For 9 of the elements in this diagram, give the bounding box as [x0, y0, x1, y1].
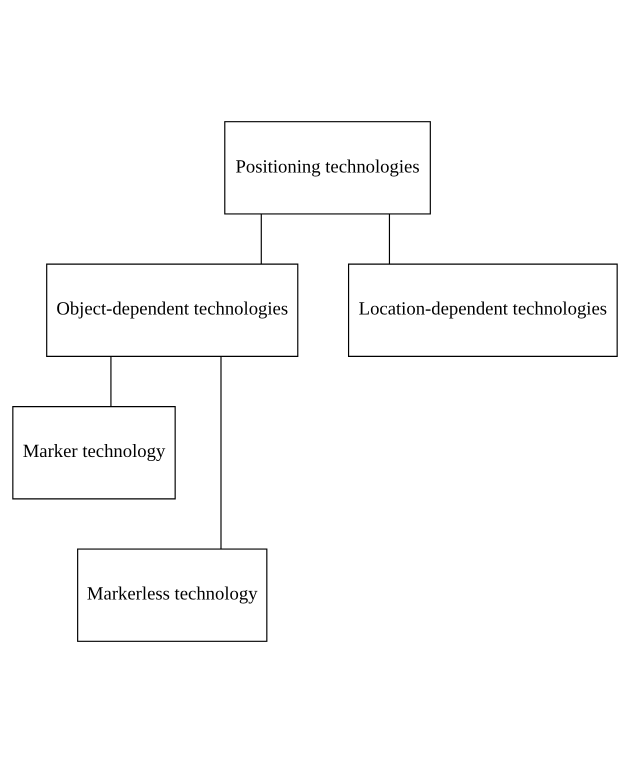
node-box: Markerless technology: [77, 548, 268, 642]
node-box: Positioning technologies: [224, 120, 431, 214]
node-box: Marker technology: [12, 406, 176, 499]
connector: [220, 356, 222, 548]
connector: [388, 214, 390, 264]
node-box: Object-dependent technologies: [46, 263, 298, 356]
node-box: Location-dependent technologies: [348, 263, 618, 356]
connector: [260, 214, 262, 264]
connector: [110, 356, 112, 406]
